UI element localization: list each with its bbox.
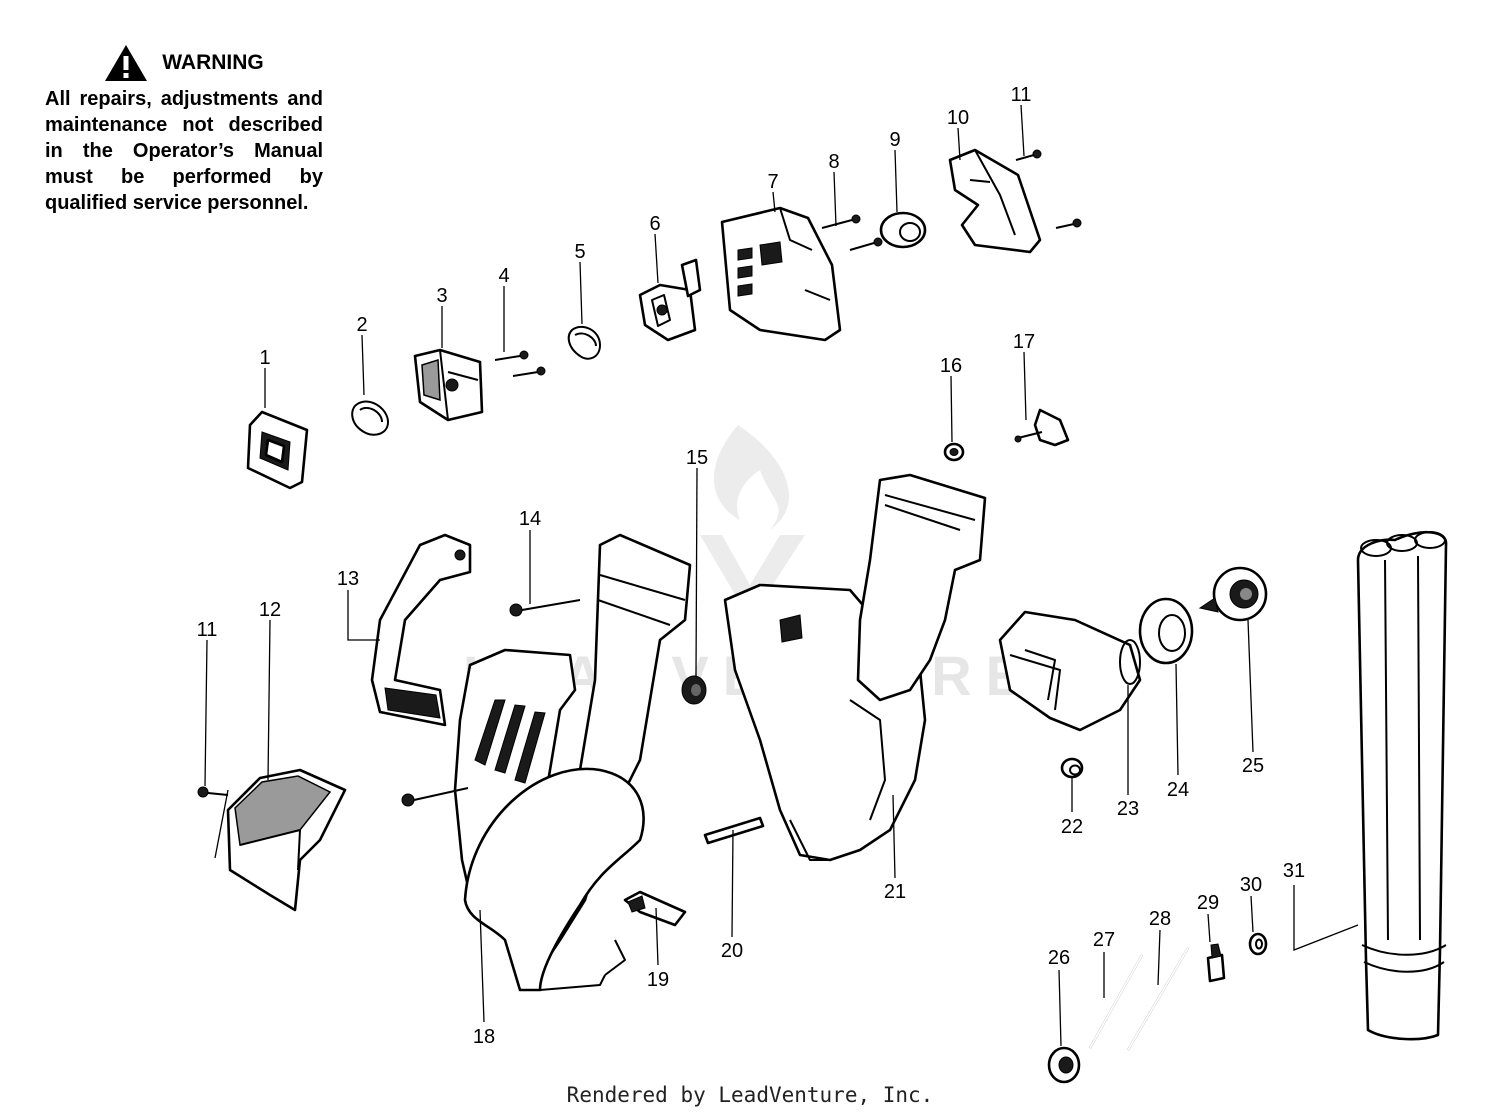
- part-30-grommet: [1248, 932, 1268, 956]
- part-31-blower-tube: [1356, 530, 1448, 1041]
- part-screw-center: [401, 787, 469, 807]
- part-11-screws-top: [1015, 149, 1082, 229]
- callout-27: 27: [1093, 929, 1115, 951]
- callout-6: 6: [649, 213, 660, 235]
- callout-26: 26: [1048, 947, 1070, 969]
- part-28-hose: [1127, 947, 1189, 1051]
- callout-18: 18: [473, 1026, 495, 1048]
- part-5-gasket: [567, 325, 601, 360]
- callout-2: 2: [356, 314, 367, 336]
- callout-25: 25: [1242, 755, 1264, 777]
- part-8-screws: [821, 214, 883, 251]
- part-19-clip: [623, 890, 687, 927]
- callout-8: 8: [828, 151, 839, 173]
- part-29-fuel-filter: [1206, 943, 1226, 983]
- part-25-impeller: [1198, 566, 1268, 622]
- part-12-cover: [226, 768, 347, 912]
- callout-23: 23: [1117, 798, 1139, 820]
- part-22-bushing: [1060, 757, 1084, 779]
- callout-20: 20: [721, 940, 743, 962]
- part-7-cover: [720, 206, 842, 342]
- part-20-pin: [703, 816, 765, 845]
- callout-7: 7: [767, 171, 778, 193]
- part-18-blower-housing: [453, 533, 692, 992]
- callout-22: 22: [1061, 816, 1083, 838]
- callout-17: 17: [1013, 331, 1035, 353]
- callout-11-left: 11: [197, 619, 218, 641]
- callout-13: 13: [337, 568, 359, 590]
- warning-text: All repairs, adjustments and maintenance…: [45, 88, 323, 214]
- callout-5: 5: [574, 241, 585, 263]
- callout-10: 10: [947, 107, 969, 129]
- part-24-seal: [1138, 597, 1194, 665]
- callout-12: 12: [259, 599, 281, 621]
- callout-28: 28: [1149, 908, 1171, 930]
- part-27-hose: [1089, 954, 1143, 1049]
- footer-credit: Rendered by LeadVenture, Inc.: [566, 1083, 934, 1107]
- callout-1: 1: [259, 347, 270, 369]
- callout-29: 29: [1197, 892, 1219, 914]
- part-16-nut: [943, 442, 965, 462]
- warning-box: WARNING All repairs, adjustments and mai…: [45, 44, 323, 216]
- part-21-blower-half: [723, 473, 987, 862]
- callout-9: 9: [889, 129, 900, 151]
- warning-triangle-icon: [105, 45, 148, 81]
- part-13-handle: [370, 533, 472, 727]
- leader-lines: [204, 104, 1359, 1047]
- callout-11-top: 11: [1011, 84, 1032, 106]
- part-4-screws: [494, 350, 546, 377]
- part-14-screw: [509, 599, 581, 617]
- part-6-carburetor: [638, 258, 702, 342]
- part-1-air-filter: [246, 410, 309, 490]
- part-10-bracket: [948, 148, 1042, 254]
- callout-14: 14: [519, 508, 541, 530]
- callout-24: 24: [1167, 779, 1189, 801]
- part-3-filter-housing: [413, 348, 484, 422]
- part-17-knob: [1014, 408, 1070, 447]
- warning-title: WARNING: [162, 51, 264, 74]
- part-15-impeller-nut: [681, 675, 707, 705]
- part-23-housing: [998, 610, 1142, 732]
- callout-16: 16: [940, 355, 962, 377]
- part-9-spacer: [879, 211, 927, 249]
- callout-4: 4: [498, 265, 509, 287]
- part-11-screw-left: [197, 786, 229, 859]
- callout-30: 30: [1240, 874, 1262, 896]
- part-2-gasket: [351, 400, 389, 436]
- callout-numbers: 1 2 3 4 5 6 7 8 9 10 11 11 12 13 14 15 1…: [197, 84, 1306, 1048]
- callout-21: 21: [884, 881, 906, 903]
- callout-31: 31: [1283, 860, 1305, 882]
- callout-19: 19: [647, 969, 669, 991]
- callout-3: 3: [436, 285, 447, 307]
- callout-15: 15: [686, 447, 708, 469]
- part-26-washer: [1047, 1046, 1081, 1084]
- warning-header: WARNING: [45, 44, 323, 82]
